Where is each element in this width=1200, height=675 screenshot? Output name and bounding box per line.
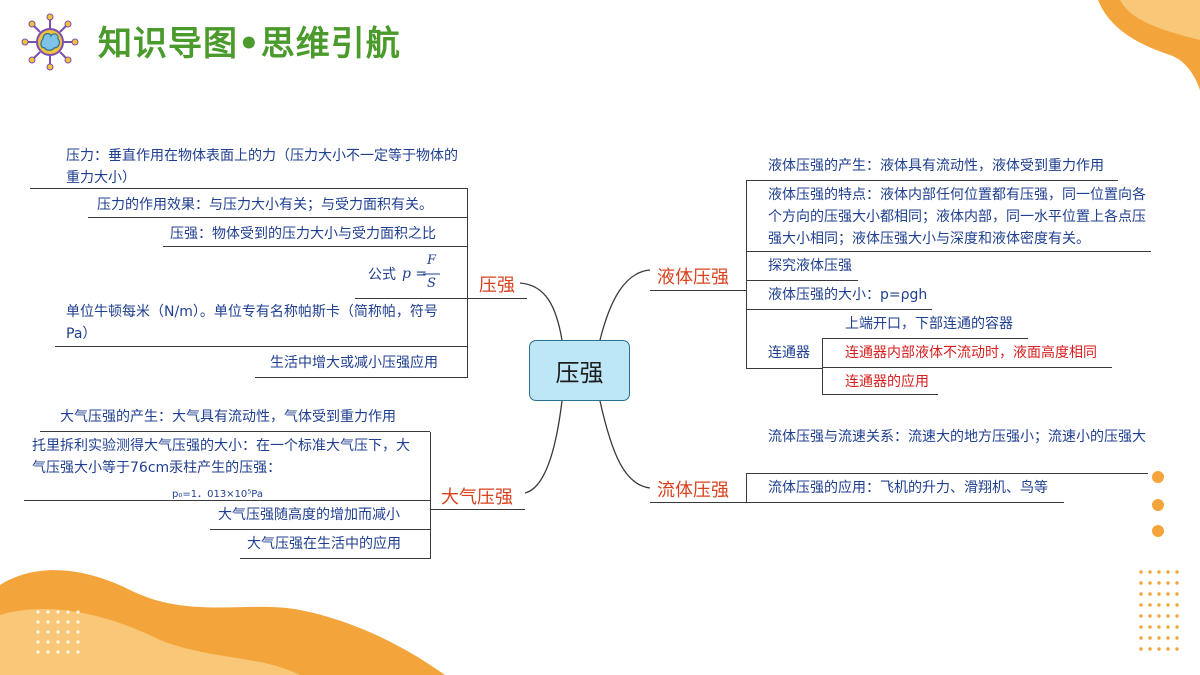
- formula-lhs: p =: [402, 266, 428, 282]
- divider: [88, 217, 467, 218]
- right-dot-2: [1152, 499, 1164, 511]
- connector-item-principle: 连通器内部液体不流动时，液面高度相同: [845, 345, 1097, 361]
- liquid-item-explore: 探究液体压强: [768, 258, 852, 274]
- liquid-item-formula: 液体压强的大小：p=ρgh: [768, 287, 928, 303]
- pressure-item-application: 生活中增大或减小压强应用: [270, 355, 438, 371]
- bottom-left-wave-light: [0, 609, 300, 675]
- divider: [163, 246, 467, 247]
- node-fluid-underline: [650, 502, 746, 503]
- liquid-item-features: 液体压强的特点：液体内部任何位置都有压强，同一位置向各个方向的压强大小都相同；液…: [768, 187, 1146, 247]
- formula-prefix: 公式: [368, 267, 396, 283]
- node-atmosphere-underline: [430, 509, 525, 510]
- fluid-item-relation: 流体压强与流速关系：流速大的地方压强小；流速小的压强大: [768, 429, 1146, 445]
- right-dot-1: [1152, 471, 1164, 483]
- connector-label: 连通器: [768, 345, 810, 361]
- pressure-bracket: [467, 188, 468, 378]
- formula-denominator: S: [427, 276, 436, 291]
- atmosphere-bracket: [430, 432, 431, 559]
- brain-logo-icon: [21, 13, 79, 71]
- divider: [822, 338, 1028, 339]
- liquid-bracket: [746, 180, 747, 368]
- atmosphere-item-application: 大气压强在生活中的应用: [247, 536, 401, 552]
- node-liquid: 液体压强: [657, 267, 729, 288]
- page-title: 知识导图•思维引航: [98, 24, 401, 64]
- pressure-item-unit: 单位牛顿每米（N/m）。单位专有名称帕斯卡（简称帕，符号Pa）: [66, 304, 438, 342]
- pressure-item-effect: 压力的作用效果：与压力大小有关；与受力面积有关。: [97, 197, 433, 213]
- formula-numerator: F: [427, 253, 437, 268]
- connector-item-application: 连通器的应用: [845, 374, 929, 390]
- atmosphere-item-altitude: 大气压强随高度的增加而减小: [218, 507, 400, 523]
- atmosphere-item-standard-value: p₀=1．013×10⁵Pa: [172, 489, 264, 500]
- connector-bracket: [822, 339, 823, 394]
- mindmap-connectors: [519, 269, 651, 494]
- pressure-item-definition: 压强：物体受到的压力大小与受力面积之比: [170, 226, 436, 242]
- top-right-wave-light: [1120, 0, 1200, 40]
- divider: [746, 473, 1148, 474]
- divider: [30, 188, 467, 189]
- node-atmosphere: 大气压强: [441, 487, 513, 508]
- right-dot-3: [1152, 525, 1164, 537]
- liquid-item-origin: 液体压强的产生：液体具有流动性，液体受到重力作用: [768, 158, 1104, 174]
- divider: [746, 309, 932, 310]
- divider: [746, 280, 858, 281]
- node-pressure-underline: [467, 298, 527, 299]
- atmosphere-item-torricelli: 托里拆利实验测得大气压强的大小：在一个标准大气压下，大气压强大小等于76cm汞柱…: [32, 438, 410, 476]
- fluid-item-application: 流体压强的应用：飞机的升力、滑翔机、鸟等: [768, 480, 1048, 496]
- atmosphere-item-origin: 大气压强的产生：大气具有流动性，气体受到重力作用: [60, 409, 396, 425]
- divider: [255, 377, 467, 378]
- divider: [40, 431, 430, 432]
- divider: [746, 502, 1064, 503]
- divider: [355, 298, 467, 299]
- node-liquid-underline: [650, 290, 746, 291]
- node-fluid: 流体压强: [657, 480, 729, 501]
- connector-item-definition: 上端开口，下部连通的容器: [845, 316, 1013, 332]
- divider: [822, 394, 938, 395]
- divider: [240, 558, 430, 559]
- fluid-bracket: [746, 473, 747, 502]
- divider: [210, 529, 430, 530]
- divider: [24, 500, 430, 501]
- bottom-right-dot-grid: [1139, 570, 1179, 651]
- divider: [55, 346, 467, 347]
- divider: [746, 180, 1118, 181]
- pressure-item-force: 压力：垂直作用在物体表面上的力（压力大小不一定等于物体的重力大小）: [66, 148, 458, 186]
- divider: [822, 367, 1112, 368]
- divider: [746, 251, 1151, 252]
- divider: [746, 368, 822, 369]
- bottom-left-dot-grid: [36, 610, 80, 654]
- center-node: 压强: [529, 340, 630, 401]
- node-pressure: 压强: [479, 275, 515, 296]
